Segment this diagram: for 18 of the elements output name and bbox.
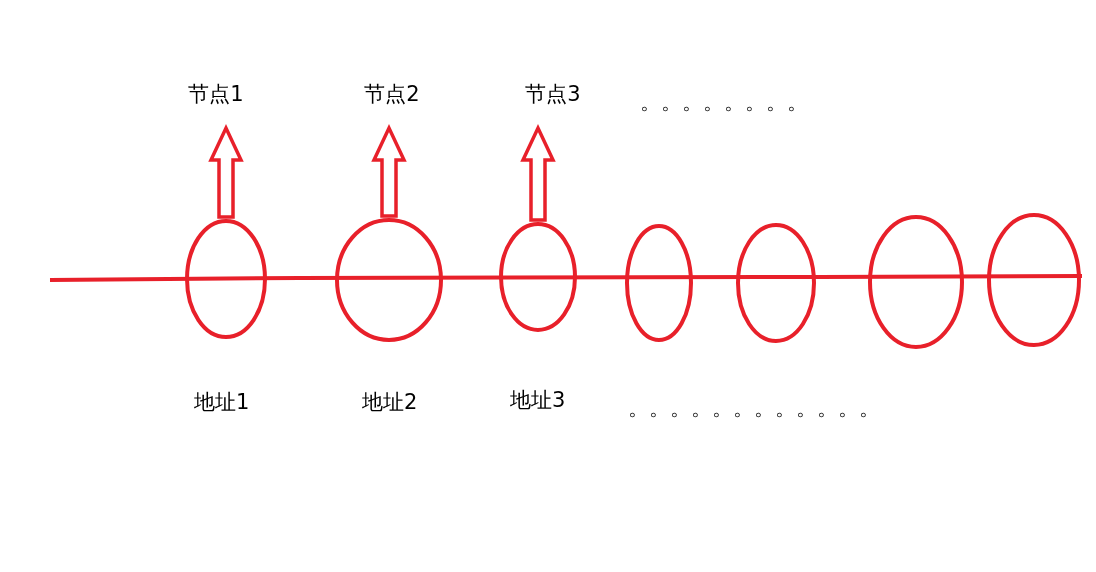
- ellipse: [625, 224, 693, 342]
- block-arrow: [208, 123, 244, 219]
- block-arrow: [371, 123, 407, 218]
- address-label: 地址1: [194, 392, 250, 413]
- ellipse: [868, 215, 964, 349]
- node-label: 节点2: [364, 84, 420, 105]
- address-label: 。。。。。。。。。。。。: [628, 398, 880, 419]
- node-label: 节点3: [525, 84, 581, 105]
- ellipse: [185, 219, 267, 339]
- block-arrow: [520, 123, 556, 222]
- node-label: 节点1: [188, 84, 244, 105]
- address-label: 地址3: [510, 390, 566, 411]
- address-label: 地址2: [362, 392, 418, 413]
- ellipse: [736, 223, 816, 343]
- ellipse: [987, 213, 1081, 347]
- address-label: 。。。。。。。。: [640, 92, 808, 113]
- ellipse: [335, 218, 443, 342]
- ellipse: [499, 222, 577, 332]
